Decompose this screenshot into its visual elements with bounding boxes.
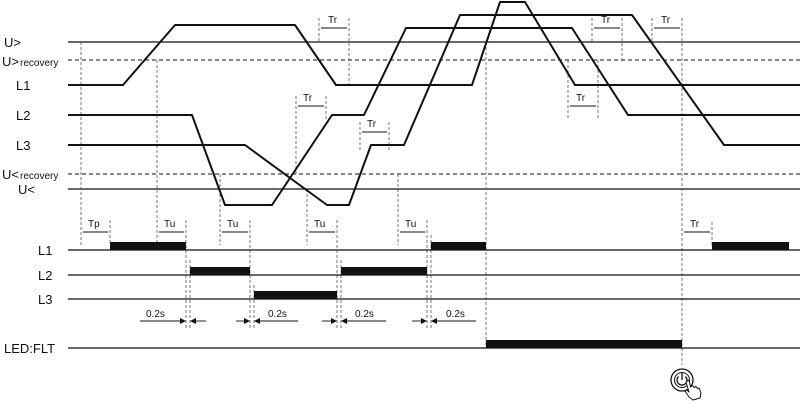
trace-l2 [68,27,800,206]
tr-label: Tr [576,93,586,104]
tp-label: Tp [88,219,100,230]
label-l3-output: L3 [38,292,52,307]
trace-l1 [68,1,800,86]
label-l3-level: L3 [16,138,30,153]
tr-label: Tr [690,219,700,230]
label-u-over-recovery: U>recovery [2,54,58,69]
tu-label: Tu [227,219,238,230]
label-u-under: U< [18,182,35,197]
tu-label: Tu [405,219,416,230]
l2-pulse [341,267,427,275]
l1-pulse [712,242,789,250]
tr-label: Tr [367,119,377,130]
tr-label: Tr [661,15,671,26]
delay-annotations: 0.2s 0.2s 0.2s 0.2s [140,309,476,324]
label-u-over: U> [4,35,21,50]
delay-label: 0.2s [355,309,374,320]
delay-label: 0.2s [446,309,465,320]
led-flt-pulse [486,340,682,348]
label-l2-level: L2 [16,108,30,123]
l1-pulse [431,242,486,250]
l3-pulse [254,291,337,299]
l2-pulse [190,267,250,275]
guide-lines [80,18,713,365]
label-led-flt: LED:FLT [4,341,55,356]
tu-label: Tu [314,219,325,230]
timing-annotations: Tr Tr Tr Tr Tr Tr Tr Tp Tu Tu Tu Tu [83,15,710,233]
tu-label: Tu [164,219,175,230]
label-l1-level: L1 [16,78,30,93]
hand-pointer-icon [684,379,702,401]
label-u-under-recovery: U<recovery [2,167,58,182]
tr-label: Tr [303,93,313,104]
tr-label: Tr [601,15,611,26]
delay-label: 0.2s [268,309,287,320]
tr-label: Tr [328,15,338,26]
l1-pulse [110,242,186,250]
delay-label: 0.2s [146,309,165,320]
trace-l3 [68,14,800,206]
label-l2-output: L2 [38,268,52,283]
label-l1-output: L1 [38,243,52,258]
